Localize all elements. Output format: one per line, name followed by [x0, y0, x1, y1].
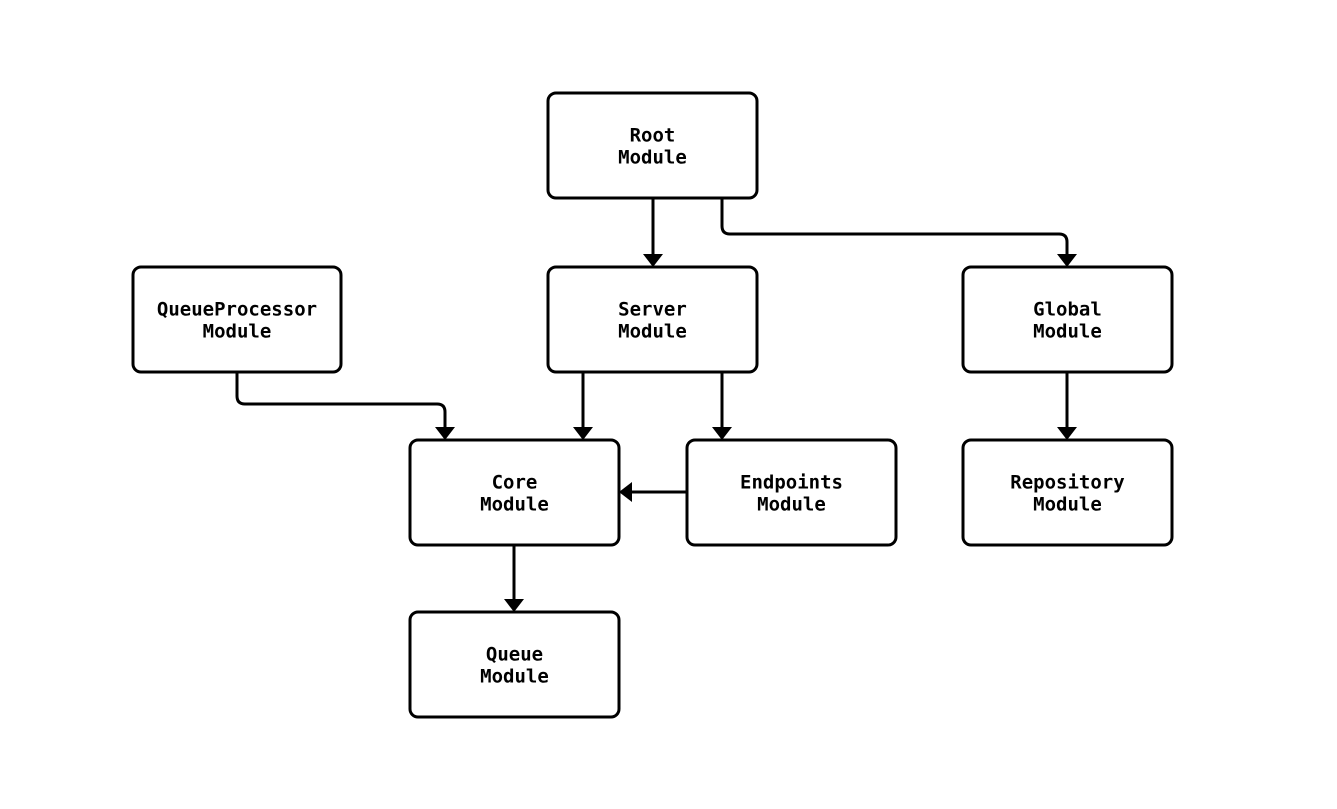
arrowhead-icon: [435, 427, 455, 440]
edge-core-to-queue: [504, 545, 524, 612]
node-box: [408, 438, 621, 547]
arrowhead-icon: [504, 599, 524, 612]
edge-server-to-core: [573, 372, 593, 440]
edge-server-to-endpoints: [712, 372, 732, 440]
edge-root-to-server: [643, 198, 663, 267]
arrowhead-icon: [712, 427, 732, 440]
arrowhead-icon: [1057, 254, 1077, 267]
edges-layer: [235, 198, 1077, 612]
node-box: [961, 265, 1174, 374]
edge-queueprocessor-to-core: [235, 372, 455, 440]
edge-line: [720, 198, 1069, 258]
edge-endpoints-to-core: [619, 482, 687, 502]
node-box: [685, 438, 898, 547]
arrowhead-icon: [643, 254, 663, 267]
arrowhead-icon: [1057, 427, 1077, 440]
edge-line: [235, 372, 447, 431]
arrowhead-icon: [619, 482, 632, 502]
node-box: [961, 438, 1174, 547]
arrowhead-icon: [573, 427, 593, 440]
edge-root-to-global: [720, 198, 1077, 267]
node-box: [408, 610, 621, 719]
node-box: [131, 265, 343, 374]
node-box: [546, 265, 759, 374]
node-box: [546, 91, 759, 200]
edge-global-to-repository: [1057, 372, 1077, 440]
